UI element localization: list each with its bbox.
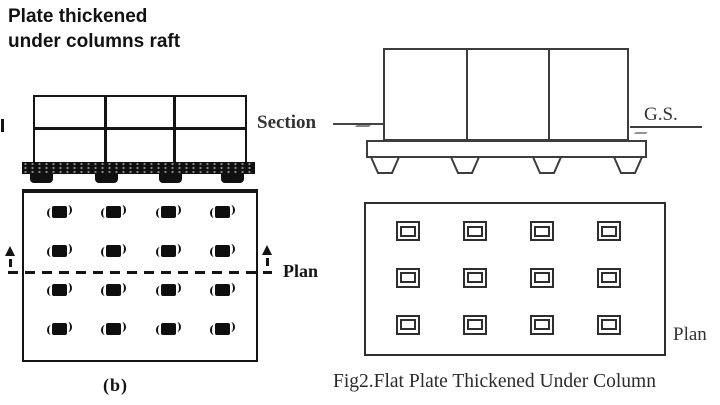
column-symbol-filled bbox=[210, 205, 236, 219]
ground-surface-label: G.S. bbox=[644, 104, 678, 125]
figure-title: Plate thickened under columns raft bbox=[8, 4, 180, 54]
section-cut-tick bbox=[9, 259, 12, 267]
right-figure-caption: Fig2.Flat Plate Thickened Under Column bbox=[333, 371, 656, 392]
left-section-column-line bbox=[104, 95, 107, 164]
section-pointer-line bbox=[333, 123, 384, 125]
right-section-column-line bbox=[466, 48, 468, 141]
left-section-thickened-pad bbox=[30, 173, 53, 183]
ground-hatch-mark bbox=[355, 120, 375, 127]
column-symbol-boxed bbox=[529, 267, 554, 288]
left-section-thickened-pad bbox=[95, 173, 118, 183]
section-cut-arrow-icon bbox=[5, 246, 15, 256]
section-view-label: Section bbox=[257, 112, 317, 133]
figure-title-line2: under columns raft bbox=[8, 31, 181, 52]
section-cut-tick bbox=[266, 258, 269, 266]
left-section-building-frame bbox=[33, 95, 247, 164]
left-section-thickened-pad bbox=[221, 173, 244, 183]
left-section-raft-slab bbox=[22, 162, 255, 174]
left-section-floor-line bbox=[33, 127, 247, 130]
column-symbol-filled bbox=[210, 321, 236, 335]
left-plan-outline bbox=[22, 189, 258, 362]
column-symbol-filled bbox=[210, 282, 236, 296]
column-symbol-filled bbox=[101, 321, 127, 335]
column-symbol-filled bbox=[46, 321, 72, 335]
column-symbol-boxed bbox=[395, 267, 420, 288]
column-symbol-boxed bbox=[462, 221, 487, 242]
right-section-thickened-pedestal bbox=[612, 156, 644, 174]
column-symbol-boxed bbox=[395, 221, 420, 242]
right-section-building-frame bbox=[383, 48, 629, 141]
right-section-column-line bbox=[548, 48, 550, 141]
column-symbol-filled bbox=[46, 244, 72, 258]
column-symbol-filled bbox=[155, 282, 181, 296]
left-section-thickened-pad bbox=[159, 173, 182, 183]
column-symbol-filled bbox=[155, 244, 181, 258]
section-cut-dashed-line bbox=[8, 271, 272, 274]
column-symbol-filled bbox=[101, 205, 127, 219]
column-symbol-filled bbox=[101, 282, 127, 296]
column-symbol-boxed bbox=[596, 221, 621, 242]
column-symbol-boxed bbox=[529, 221, 554, 242]
right-plan-outline bbox=[364, 202, 666, 356]
section-cut-arrow-icon bbox=[262, 245, 272, 255]
right-plan-label: Plan bbox=[673, 324, 707, 345]
right-section-thickened-pedestal bbox=[531, 156, 563, 174]
left-section-column-line bbox=[173, 95, 176, 164]
right-section-thickened-pedestal bbox=[449, 156, 481, 174]
column-symbol-boxed bbox=[395, 314, 420, 335]
column-symbol-boxed bbox=[596, 314, 621, 335]
ground-hatch-mark bbox=[633, 129, 651, 134]
column-symbol-filled bbox=[155, 321, 181, 335]
left-plan-column-grid bbox=[24, 193, 256, 360]
column-symbol-boxed bbox=[596, 267, 621, 288]
column-symbol-filled bbox=[155, 205, 181, 219]
column-symbol-filled bbox=[210, 244, 236, 258]
figure-title-line1: Plate thickened bbox=[8, 6, 148, 27]
column-symbol-filled bbox=[46, 282, 72, 296]
ground-surface-line bbox=[630, 126, 702, 128]
right-plan-column-grid bbox=[366, 204, 664, 354]
column-symbol-boxed bbox=[462, 314, 487, 335]
left-margin-tick bbox=[1, 119, 4, 132]
left-plan-label: Plan bbox=[283, 261, 319, 281]
column-symbol-boxed bbox=[529, 314, 554, 335]
left-figure-caption: (b) bbox=[103, 375, 128, 395]
column-symbol-filled bbox=[46, 205, 72, 219]
column-symbol-boxed bbox=[462, 267, 487, 288]
column-symbol-filled bbox=[101, 244, 127, 258]
right-section-raft-slab bbox=[366, 140, 647, 158]
right-section-thickened-pedestal bbox=[369, 156, 401, 174]
